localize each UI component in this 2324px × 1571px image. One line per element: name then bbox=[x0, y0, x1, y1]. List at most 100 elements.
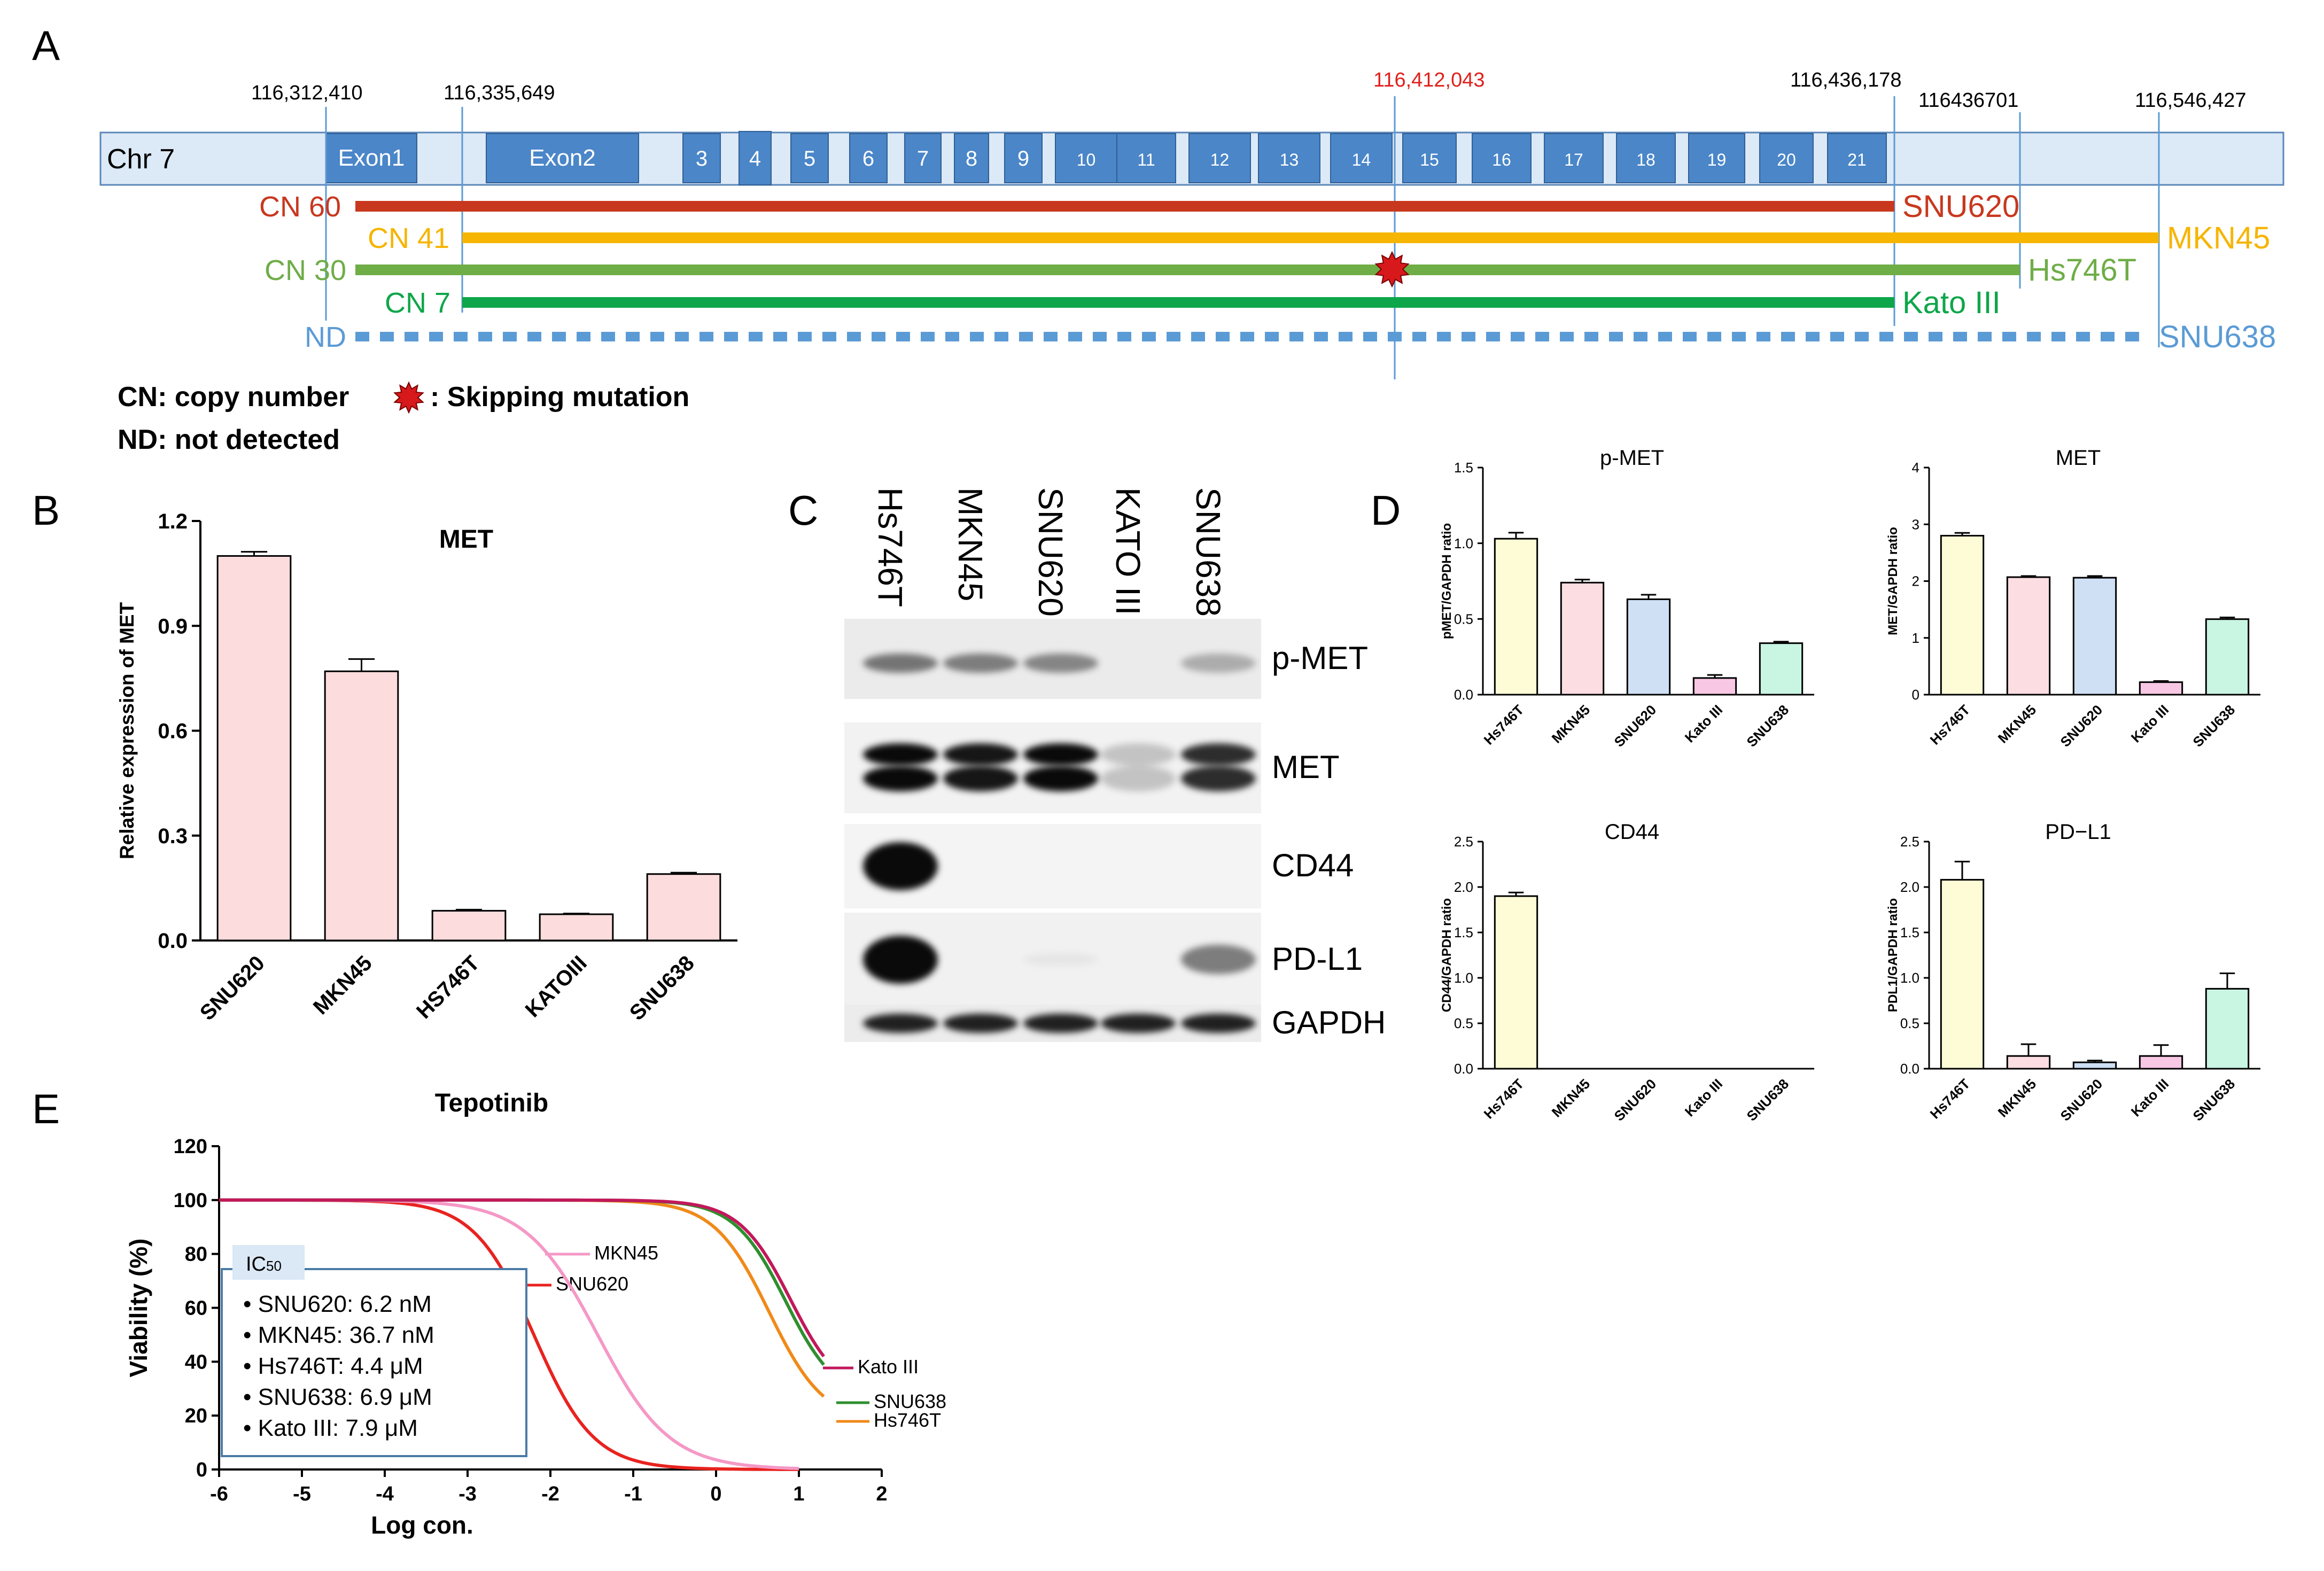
panel-label-d: D bbox=[1371, 487, 1401, 534]
blot-label: PD-L1 bbox=[1272, 940, 1363, 977]
coordinate-label: 116,546,427 bbox=[2135, 89, 2247, 112]
copy-number-label: ND bbox=[305, 321, 346, 353]
bar bbox=[1626, 598, 1671, 696]
exon-box bbox=[1004, 133, 1043, 183]
exon-box bbox=[1116, 133, 1176, 183]
y-tick-label: 2 bbox=[1912, 573, 1919, 589]
y-tick-label: 0.6 bbox=[158, 720, 188, 743]
coordinate-label: 116436701 bbox=[1918, 89, 2018, 112]
blot-band bbox=[943, 743, 1018, 766]
blot-band bbox=[1023, 743, 1098, 766]
blot-band bbox=[863, 743, 938, 766]
y-tick-label: 2.0 bbox=[1454, 879, 1473, 895]
mutation-star-icon bbox=[1374, 251, 1410, 288]
bar bbox=[1940, 535, 1985, 696]
exon-label: 4 bbox=[749, 147, 761, 170]
y-tick-label: 1.0 bbox=[1900, 970, 1919, 986]
blot-band bbox=[1023, 1014, 1098, 1033]
chart-title: p-MET bbox=[1600, 446, 1664, 470]
bar bbox=[1494, 895, 1538, 1070]
ic50-box bbox=[221, 1268, 527, 1457]
x-tick-label: MKN45 bbox=[1549, 702, 1594, 746]
exon-label: 6 bbox=[862, 147, 874, 170]
y-tick-label: 2.5 bbox=[1454, 834, 1473, 850]
cell-line-label: Kato III bbox=[1902, 285, 2001, 320]
x-tick-label: Kato III bbox=[2128, 1076, 2172, 1119]
y-tick-label: 100 bbox=[174, 1189, 207, 1212]
y-tick-label: 1.5 bbox=[1900, 924, 1919, 940]
x-tick-label: MKN45 bbox=[1995, 702, 2040, 746]
exon-label: 17 bbox=[1564, 150, 1583, 169]
x-tick-label: MKN45 bbox=[1995, 1076, 2040, 1121]
x-tick-label: Hs746T bbox=[1481, 1076, 1527, 1122]
y-tick-label: 0.0 bbox=[1900, 1061, 1919, 1077]
exon-box bbox=[486, 133, 639, 183]
exon-label: 19 bbox=[1707, 150, 1727, 169]
series-label: MKN45 bbox=[594, 1242, 658, 1264]
blot-band bbox=[943, 653, 1018, 673]
exon-label: 14 bbox=[1352, 150, 1371, 169]
x-tick-label: 2 bbox=[876, 1483, 887, 1505]
x-tick-label: SNU620 bbox=[2057, 1076, 2106, 1124]
y-tick-label: 1.0 bbox=[1454, 970, 1473, 986]
blot-label: CD44 bbox=[1272, 847, 1354, 883]
x-tick-label: SNU620 bbox=[2057, 702, 2106, 750]
exon-label: 20 bbox=[1777, 150, 1796, 169]
panel-label-c: C bbox=[788, 487, 819, 534]
bar bbox=[2205, 987, 2250, 1070]
y-tick-label: 4 bbox=[1912, 460, 1919, 476]
blot-strip bbox=[844, 913, 1261, 1006]
exon-box bbox=[1544, 133, 1604, 183]
blot-strip bbox=[844, 1005, 1261, 1042]
series-label: SNU638 bbox=[874, 1390, 946, 1412]
y-tick-label: 60 bbox=[185, 1297, 207, 1320]
blot-strip bbox=[844, 619, 1261, 699]
coordinate-label: 116,335,649 bbox=[444, 82, 555, 104]
chart-title: MET bbox=[439, 525, 493, 554]
copy-number-label: CN 30 bbox=[265, 254, 346, 286]
y-tick-label: 1.2 bbox=[158, 510, 188, 533]
y-axis-label: Relative expression of MET bbox=[116, 602, 138, 860]
bar bbox=[2139, 1055, 2183, 1070]
bar bbox=[1940, 878, 1985, 1070]
copy-number-label: CN 60 bbox=[259, 191, 341, 223]
blot-band bbox=[1101, 766, 1176, 792]
exon-box bbox=[1688, 133, 1745, 183]
blot-band bbox=[863, 842, 938, 890]
mutation-star-icon bbox=[393, 381, 424, 414]
bar bbox=[2006, 1055, 2051, 1070]
exon-label: 9 bbox=[1017, 147, 1029, 170]
y-tick-label: 2.0 bbox=[1900, 879, 1919, 895]
coordinate-label: 116,436,178 bbox=[1790, 69, 1902, 91]
bar bbox=[1759, 642, 1804, 696]
blot-label: GAPDH bbox=[1272, 1005, 1386, 1040]
exon-label: 12 bbox=[1210, 150, 1230, 169]
series-curve bbox=[219, 1198, 825, 1358]
ic50-line: • Hs746T: 4.4 μM bbox=[243, 1353, 423, 1379]
x-tick-label: -5 bbox=[293, 1483, 311, 1505]
exon-label: 18 bbox=[1636, 150, 1655, 169]
legend-skip: : Skipping mutation bbox=[430, 382, 689, 413]
bar bbox=[2072, 577, 2117, 696]
bar bbox=[2205, 618, 2250, 696]
y-tick-label: 0 bbox=[196, 1459, 207, 1481]
coordinate-label: 116,412,043 bbox=[1373, 69, 1485, 91]
blot-band bbox=[863, 653, 938, 673]
bar bbox=[2072, 1061, 2117, 1070]
y-tick-label: 0.5 bbox=[1900, 1015, 1919, 1031]
exon-box bbox=[904, 133, 942, 183]
blot-band bbox=[1181, 1014, 1256, 1033]
y-tick-label: 2.5 bbox=[1900, 834, 1919, 850]
x-tick-label: Hs746T bbox=[1927, 1076, 1973, 1122]
series-label: Hs746T bbox=[874, 1409, 941, 1431]
bar bbox=[2139, 681, 2183, 696]
x-tick-label: SNU638 bbox=[1744, 702, 1792, 750]
y-tick-label: 120 bbox=[174, 1136, 207, 1158]
chart-title: Tepotinib bbox=[435, 1089, 548, 1117]
bar bbox=[539, 913, 614, 942]
exon-box bbox=[325, 133, 417, 183]
